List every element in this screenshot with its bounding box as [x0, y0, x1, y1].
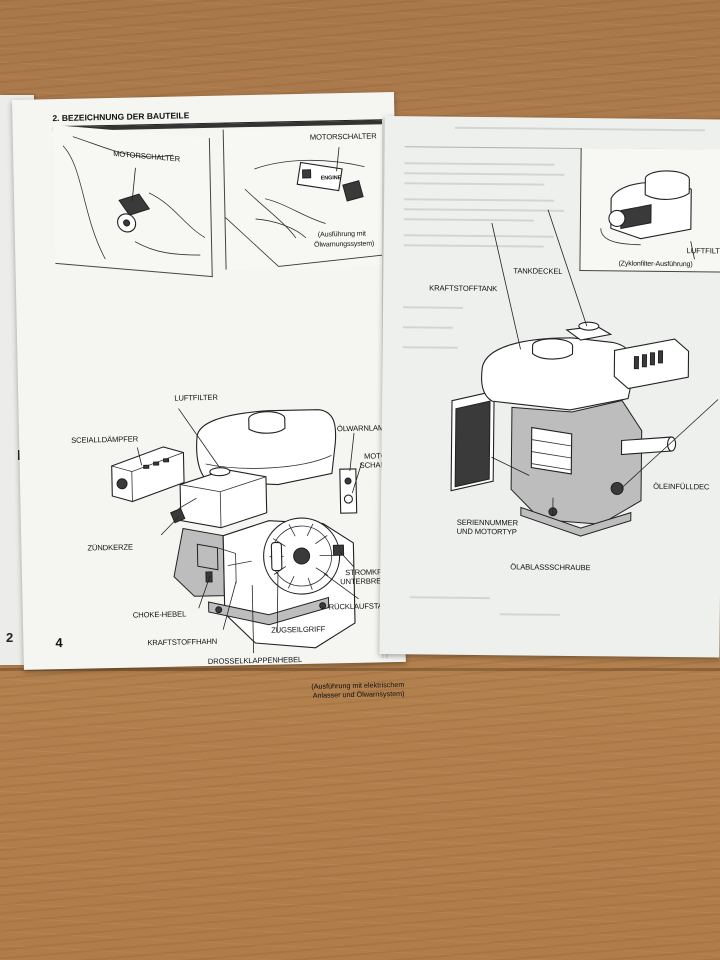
- label-oeleinfuelldeckel: ÖLEINFÜLLDEC: [653, 481, 710, 492]
- faded-text-line: [403, 218, 534, 222]
- label-schalldaempfer: SCEIALLDÄMPFER: [71, 434, 139, 445]
- faded-text-line: [404, 198, 555, 202]
- label-luftfilter: LUFTFILTER: [174, 392, 218, 403]
- label-kraftstoffhahn: KRAFTSTOFFHAHN: [147, 636, 218, 648]
- label-luftfilter-right: LUFTFILT: [686, 246, 720, 256]
- inset-caption-line-2: Ölwarnungssystem): [314, 240, 375, 249]
- label-seriennummer: SERIENNUMMER UND MOTORTYP: [456, 518, 518, 537]
- label-kraftstofftank: KRAFTSTOFFTANK: [429, 283, 498, 294]
- cardboard-seam: [0, 668, 720, 671]
- inset-caption-cyclone: (Zyklonfilter-Ausführung): [618, 260, 693, 269]
- label-tankdeckel: TANKDECKEL: [513, 266, 563, 276]
- label-choke-hebel: CHOKE-HEBEL: [132, 609, 187, 620]
- motor-switch-closeup-illustration: [62, 136, 206, 260]
- inset-caption-line-1: (Ausführung mit: [317, 230, 366, 239]
- inset-motor-switch-left: MOTORSCHALTER: [52, 124, 213, 278]
- inset-motor-switch-oil-warning: MOTORSCHALTER ENGINE (Ausführung mit Ölw…: [222, 126, 394, 270]
- inset-cyclone-filter: LUFTFILT (Zyklonfilter-Ausführung): [579, 148, 720, 273]
- label-seriennummer-line-2: UND MOTORTYP: [456, 526, 517, 537]
- faded-header-line: [454, 126, 705, 132]
- figure-caption-line-2: Anlasser und Ölwarnsystem): [312, 689, 405, 701]
- engine-illustration-electric-start: [111, 408, 363, 654]
- switch-plate-text: ENGINE: [320, 175, 342, 182]
- faded-text-line: [404, 182, 545, 186]
- bleedthrough-line: [499, 613, 560, 616]
- page-number: 4: [55, 635, 63, 651]
- label-motorschalter-inset-right: MOTORSCHALTER: [309, 131, 377, 142]
- faded-text-line: [403, 234, 554, 238]
- faded-text-line: [404, 162, 555, 166]
- engine-illustration-right: [450, 209, 719, 537]
- manual-page-right: LUFTFILT (Zyklonfilter-Ausführung): [379, 116, 720, 658]
- faded-text-line: [403, 244, 544, 248]
- bleedthrough-line: [409, 596, 490, 600]
- label-zuendkerze: ZÜNDKERZE: [87, 542, 133, 553]
- faded-text-line: [404, 172, 565, 176]
- manual-page-left: 2. BEZEICHNUNG DER BAUTEILE MOTORSCHALTE…: [12, 91, 406, 700]
- faded-text-line: [404, 208, 565, 212]
- previous-page-number: 2: [6, 630, 14, 645]
- figure-caption: (Ausführung mit elektrischem Anlasser un…: [254, 680, 404, 702]
- oil-warning-switch-illustration: [225, 147, 393, 267]
- label-zugseilgriff: ZUGSEILGRIFF: [271, 624, 326, 635]
- cyclone-filter-illustration: [600, 170, 695, 260]
- label-oelablassschraube: ÖLABLASSSCHRAUBE: [510, 562, 591, 573]
